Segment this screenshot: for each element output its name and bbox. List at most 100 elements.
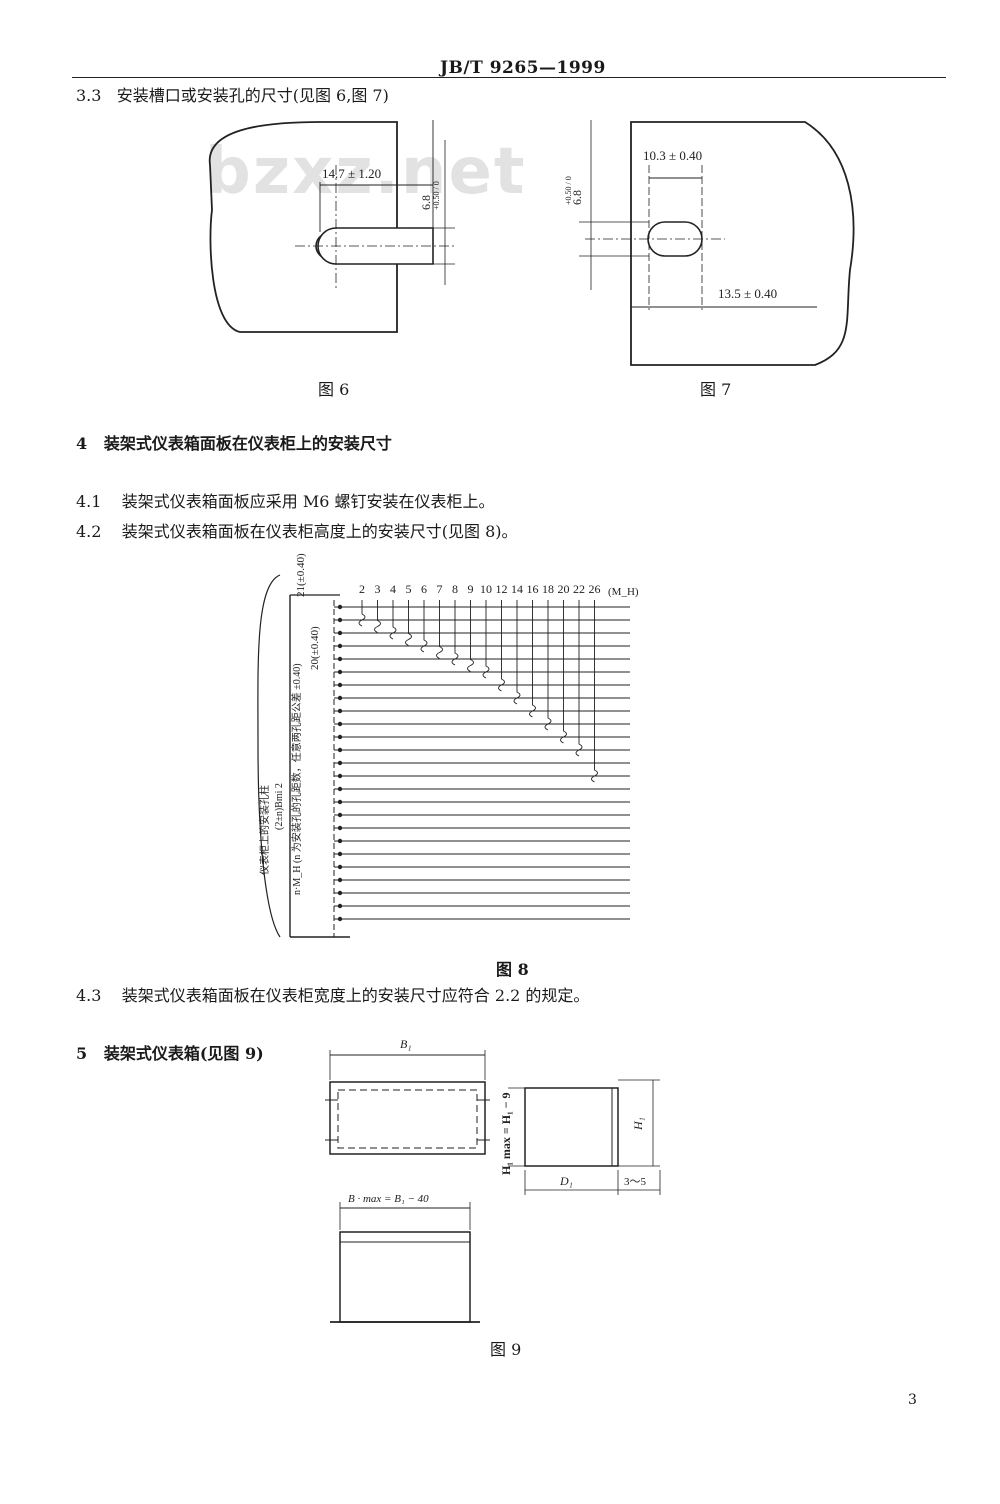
fig8-unit-label: (M_H) xyxy=(608,586,639,598)
fig8-column-leader xyxy=(575,600,583,757)
fig8-hole-dot xyxy=(337,656,343,662)
fig9-label-b: B · max = B₁ − 40 xyxy=(348,1193,429,1205)
fig8-column-leader xyxy=(405,600,412,646)
fig8-column-leader xyxy=(374,600,381,633)
fig8-hole-dot xyxy=(337,669,343,675)
fig8-hole-dot xyxy=(337,747,343,753)
fig8-hole-dot xyxy=(337,630,343,636)
fig8-hole-dot xyxy=(337,604,343,610)
fig9-label-depth: 3～5 xyxy=(624,1176,646,1188)
fig8-column-leader xyxy=(482,600,490,679)
page-number: 3 xyxy=(908,1392,917,1408)
fig8-column-label: 3 xyxy=(375,582,381,596)
standard-number: JB/T 9265—1999 xyxy=(440,58,606,78)
fig8-column-label: 20 xyxy=(558,582,570,596)
fig9-front-panel xyxy=(329,1081,486,1155)
section-number: 5 xyxy=(76,1044,88,1063)
fig8-hole-dot xyxy=(337,864,343,870)
fig8-column-label: 8 xyxy=(452,582,458,596)
section-number: 4.3 xyxy=(76,986,102,1005)
fig8-column-label: 12 xyxy=(496,582,508,596)
section-text: 装架式仪表箱面板应采用 M6 螺钉安装在仪表柜上。 xyxy=(121,492,495,511)
figure-7: 10.3 ± 0.40 6.8 +0.50 / 0 13.5 ± 0.40 xyxy=(564,120,855,366)
fig8-hole-dot xyxy=(337,786,343,792)
section-number: 3.3 xyxy=(76,86,102,105)
fig6-part-outline xyxy=(208,121,398,333)
fig8-hole-dot xyxy=(337,695,343,701)
fig8-hole-dot xyxy=(337,838,343,844)
figure-7-caption: 图 7 xyxy=(700,380,732,399)
fig8-hole-dot xyxy=(337,760,343,766)
fig8-column-label: 7 xyxy=(437,582,443,596)
fig8-hole-dot xyxy=(337,799,343,805)
fig7-part-outline xyxy=(630,121,855,366)
section-number: 4 xyxy=(76,434,88,453)
fig8-hole-dot xyxy=(337,721,343,727)
fig7-dim-bottom: 13.5 ± 0.40 xyxy=(718,286,777,301)
section-text: 装架式仪表箱面板在仪表柜宽度上的安装尺寸应符合 2.2 的规定。 xyxy=(121,986,590,1005)
fig8-hole-dot xyxy=(337,877,343,883)
fig6-dim-tolerance: +0.50 / 0 xyxy=(432,181,441,210)
fig8-column-label: 4 xyxy=(390,582,396,596)
fig8-column-leader xyxy=(560,600,567,744)
figure-9-caption: 图 9 xyxy=(490,1340,522,1359)
fig6-dim-height: 6.8 xyxy=(419,195,433,210)
fig8-hole-dot xyxy=(337,903,343,909)
fig9-label-d1: D₁ xyxy=(559,1174,573,1188)
fig8-column-label: 9 xyxy=(468,582,474,596)
figure-8: 21(±0.40) 20(±0.40) 仪表柜上的安装孔柱 (2±n)Bmi 2… xyxy=(257,553,639,938)
figure-6-caption: 图 6 xyxy=(318,380,350,399)
fig8-column-label: 18 xyxy=(542,582,554,596)
fig8-column-label: 16 xyxy=(527,582,539,596)
figure-8-caption: 图 8 xyxy=(496,960,529,979)
section-3-3: 3.3 安装槽口或安装孔的尺寸(见图 6,图 7) xyxy=(76,86,389,106)
section-text: 装架式仪表箱面板在仪表柜上的安装尺寸 xyxy=(103,434,392,453)
fig8-column-label: 22 xyxy=(573,582,585,596)
fig8-hole-dot xyxy=(337,851,343,857)
fig8-column-label: 6 xyxy=(421,582,427,596)
fig8-column-label: 5 xyxy=(406,582,412,596)
figure-9: B₁ H₁ H₁ max = H₁ − 9 D₁ 3～5 B · max = B… xyxy=(325,1037,661,1323)
fig9-label-h1: H₁ xyxy=(631,1117,645,1131)
fig8-left-brace xyxy=(257,574,281,938)
fig8-hole-dot xyxy=(337,773,343,779)
fig8-column-leader xyxy=(420,600,428,653)
fig8-hole-dot xyxy=(337,734,343,740)
fig8-column-leader xyxy=(451,600,459,666)
fig8-hole-dot xyxy=(337,708,343,714)
fig8-column-leader xyxy=(389,600,397,640)
fig8-column-leader xyxy=(529,600,536,718)
fig9-label-h: H₁ max = H₁ − 9 xyxy=(499,1092,513,1175)
fig8-side-label-3: n·M_H (n 为安装孔的孔距数，任意两孔距公差 ±0.40) xyxy=(290,663,303,895)
section-number: 4.2 xyxy=(76,522,102,541)
section-text: 装架式仪表箱(见图 9) xyxy=(103,1044,264,1063)
section-4-3: 4.3 装架式仪表箱面板在仪表柜宽度上的安装尺寸应符合 2.2 的规定。 xyxy=(76,986,589,1006)
fig6-dim-width: 14.7 ± 1.20 xyxy=(322,166,381,181)
fig9-label-b1: B₁ xyxy=(400,1037,412,1051)
fig8-column-label: 26 xyxy=(589,582,601,596)
fig9-side-view xyxy=(524,1087,619,1167)
fig8-hole-dot xyxy=(337,812,343,818)
fig8-side-label-2: (2±n)Bmi 2 xyxy=(274,783,285,830)
fig9-front-inner xyxy=(337,1089,478,1149)
section-text: 装架式仪表箱面板在仪表柜高度上的安装尺寸(见图 8)。 xyxy=(121,522,518,541)
fig8-column-leader xyxy=(513,600,521,705)
fig8-column-leader xyxy=(544,600,552,731)
section-number: 4.1 xyxy=(76,492,102,511)
fig8-dim-pitch: 20(±0.40) xyxy=(309,626,321,670)
fig8-hole-dot xyxy=(337,643,343,649)
fig8-column-leader xyxy=(467,600,474,672)
section-4-1: 4.1 装架式仪表箱面板应采用 M6 螺钉安装在仪表柜上。 xyxy=(76,492,495,512)
fig7-dim-tolerance: +0.50 / 0 xyxy=(564,176,573,205)
section-4-2: 4.2 装架式仪表箱面板在仪表柜高度上的安装尺寸(见图 8)。 xyxy=(76,522,518,542)
fig8-column-leader xyxy=(498,600,505,692)
fig8-column-label: 14 xyxy=(511,582,523,596)
fig7-dim-top: 10.3 ± 0.40 xyxy=(643,148,702,163)
fig7-dim-height: 6.8 xyxy=(570,190,584,205)
fig8-hole-dot xyxy=(337,617,343,623)
fig8-hole-dot xyxy=(337,682,343,688)
fig9-bottom-view xyxy=(339,1231,471,1323)
fig8-column-label: 2 xyxy=(359,582,365,596)
fig8-hole-dot xyxy=(337,825,343,831)
fig8-column-leader xyxy=(591,600,598,783)
